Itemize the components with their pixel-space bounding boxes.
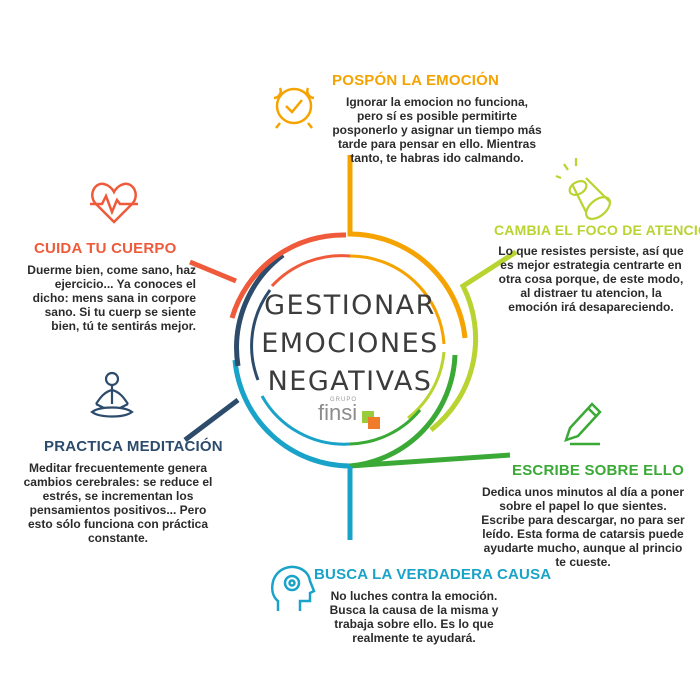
block-escribe: ESCRIBE SOBRE ELLO Dedica unos minutos a… bbox=[478, 462, 688, 569]
block-foco: CAMBIA EL FOCO DE ATENCIÓN Lo que resist… bbox=[494, 222, 700, 314]
arc-yellow-green bbox=[429, 249, 518, 432]
inner-arc-yellow bbox=[407, 351, 446, 420]
arc-navy bbox=[183, 253, 285, 442]
inner-arc-navy bbox=[250, 289, 272, 381]
arc-red-orange bbox=[189, 232, 347, 319]
block-foco-text: Lo que resistes persiste, así que es mej… bbox=[498, 244, 684, 314]
inner-arc-red bbox=[270, 254, 351, 288]
arc-orange bbox=[347, 155, 468, 339]
block-meditacion-title: PRACTICA MEDITACIÓN bbox=[44, 438, 223, 455]
arc-teal bbox=[232, 359, 353, 540]
block-meditacion-text: Meditar frecuentemente genera cambios ce… bbox=[23, 461, 213, 545]
block-pospon-text: Ignorar la emocion no funciona, pero sí … bbox=[332, 95, 542, 165]
block-pospon: POSPÓN LA EMOCIÓN Ignorar la emocion no … bbox=[332, 72, 542, 165]
block-escribe-text: Dedica unos minutos al día a poner sobre… bbox=[481, 485, 685, 569]
block-causa-title: BUSCA LA VERDADERA CAUSA bbox=[314, 566, 552, 583]
block-cuerpo-text: Duerme bien, come sano, haz ejercicio...… bbox=[27, 263, 196, 333]
title-line-2: EMOCIONES bbox=[261, 328, 439, 359]
pencil-icon bbox=[564, 402, 602, 446]
logo-square-orange bbox=[368, 417, 380, 429]
inner-arc-green bbox=[349, 409, 422, 446]
alarm-clock-icon bbox=[273, 87, 315, 129]
title-line-3: NEGATIVAS bbox=[267, 366, 433, 397]
block-meditacion: PRACTICA MEDITACIÓN Meditar frecuentemen… bbox=[18, 438, 223, 545]
title-line-1: GESTIONAR bbox=[264, 290, 436, 321]
head-gears-icon bbox=[271, 565, 316, 611]
block-escribe-title: ESCRIBE SOBRE ELLO bbox=[512, 462, 684, 479]
block-pospon-title: POSPÓN LA EMOCIÓN bbox=[332, 72, 500, 89]
logo-wordmark: finsi bbox=[318, 400, 358, 425]
arc-green bbox=[349, 354, 511, 469]
block-foco-title: CAMBIA EL FOCO DE ATENCIÓN bbox=[494, 222, 700, 238]
block-causa: BUSCA LA VERDADERA CAUSA No luches contr… bbox=[314, 566, 552, 645]
spotlight-icon bbox=[555, 158, 611, 220]
logo-tagline: GRUPO bbox=[330, 397, 358, 403]
meditation-icon bbox=[90, 371, 134, 418]
block-cuerpo-title: CUIDA TU CUERPO bbox=[34, 240, 177, 257]
heartbeat-icon bbox=[90, 182, 138, 224]
inner-arc-teal bbox=[260, 395, 351, 446]
finsi-logo: GRUPO finsi bbox=[318, 397, 388, 443]
block-cuerpo: CUIDA TU CUERPO Duerme bien, come sano, … bbox=[20, 240, 196, 333]
block-causa-text: No luches contra la emoción. Busca la ca… bbox=[329, 589, 499, 645]
inner-arc-orange bbox=[349, 254, 446, 345]
